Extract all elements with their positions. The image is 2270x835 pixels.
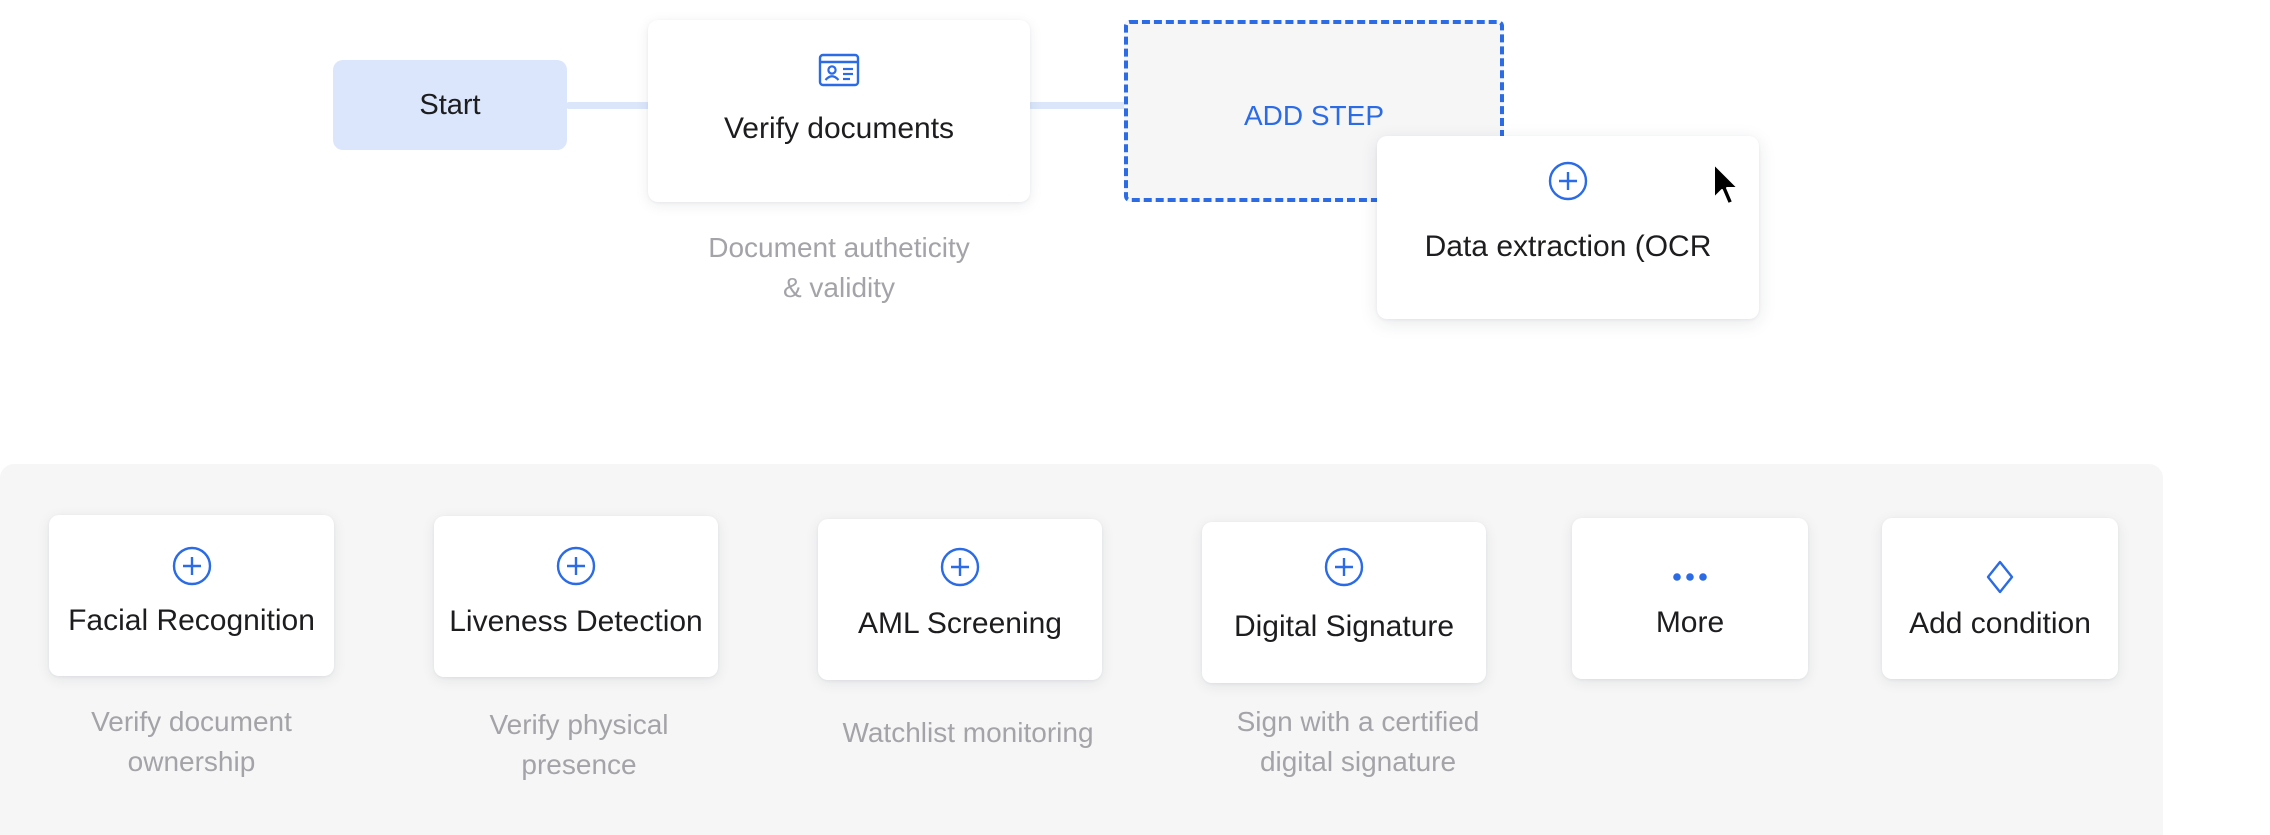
palette-item-digital-signature[interactable]: Digital Signature [1202,522,1486,683]
verify-documents-step[interactable]: Verify documents [648,20,1030,202]
palette-item-label: Digital Signature [1233,610,1455,643]
plus-circle-icon [1323,546,1365,588]
palette-item-label: More [1655,606,1725,639]
palette-item-description: Watchlist monitoring [842,717,1094,748]
palette-item-facial-recognition[interactable]: Facial Recognition [49,515,334,676]
verify-documents-description: Document autheticity & validity [708,232,970,303]
plus-circle-icon [171,545,213,587]
palette-item-more[interactable]: More [1572,518,1808,679]
verify-documents-label: Verify documents [723,112,955,145]
palette-item-liveness-detection[interactable]: Liveness Detection [434,516,718,677]
palette-item-label: Facial Recognition [68,604,315,637]
palette-item-label: AML Screening [858,607,1062,640]
plus-circle-icon [939,546,981,588]
more-dots-icon [1672,572,1708,582]
add-step-label: ADD STEP [1243,100,1385,131]
palette-item-description: Verify document ownership [91,706,292,777]
plus-circle-icon [555,545,597,587]
connector-verify-add-step [1028,102,1128,109]
palette-item-label: Add condition [1909,607,2091,640]
palette-item-description: Verify physical presence [489,709,669,780]
palette-item-add-condition[interactable]: Add condition [1882,518,2118,679]
plus-circle-icon [1547,160,1589,202]
palette-item-description: Sign with a certified digital signature [1236,706,1480,777]
palette-item-label: Liveness Detection [449,605,703,638]
dragging-data-extraction-card[interactable]: Data extraction (OCR [1377,136,1759,319]
mouse-cursor-icon [1712,162,1740,213]
diamond-icon [1985,560,2015,594]
palette-item-aml-screening[interactable]: AML Screening [818,519,1102,680]
id-card-icon [818,53,860,87]
connector-start-verify [566,102,650,109]
start-label: Start [419,88,481,121]
start-node[interactable]: Start [333,60,567,150]
data-extraction-label: Data extraction (OCR [1424,230,1712,263]
